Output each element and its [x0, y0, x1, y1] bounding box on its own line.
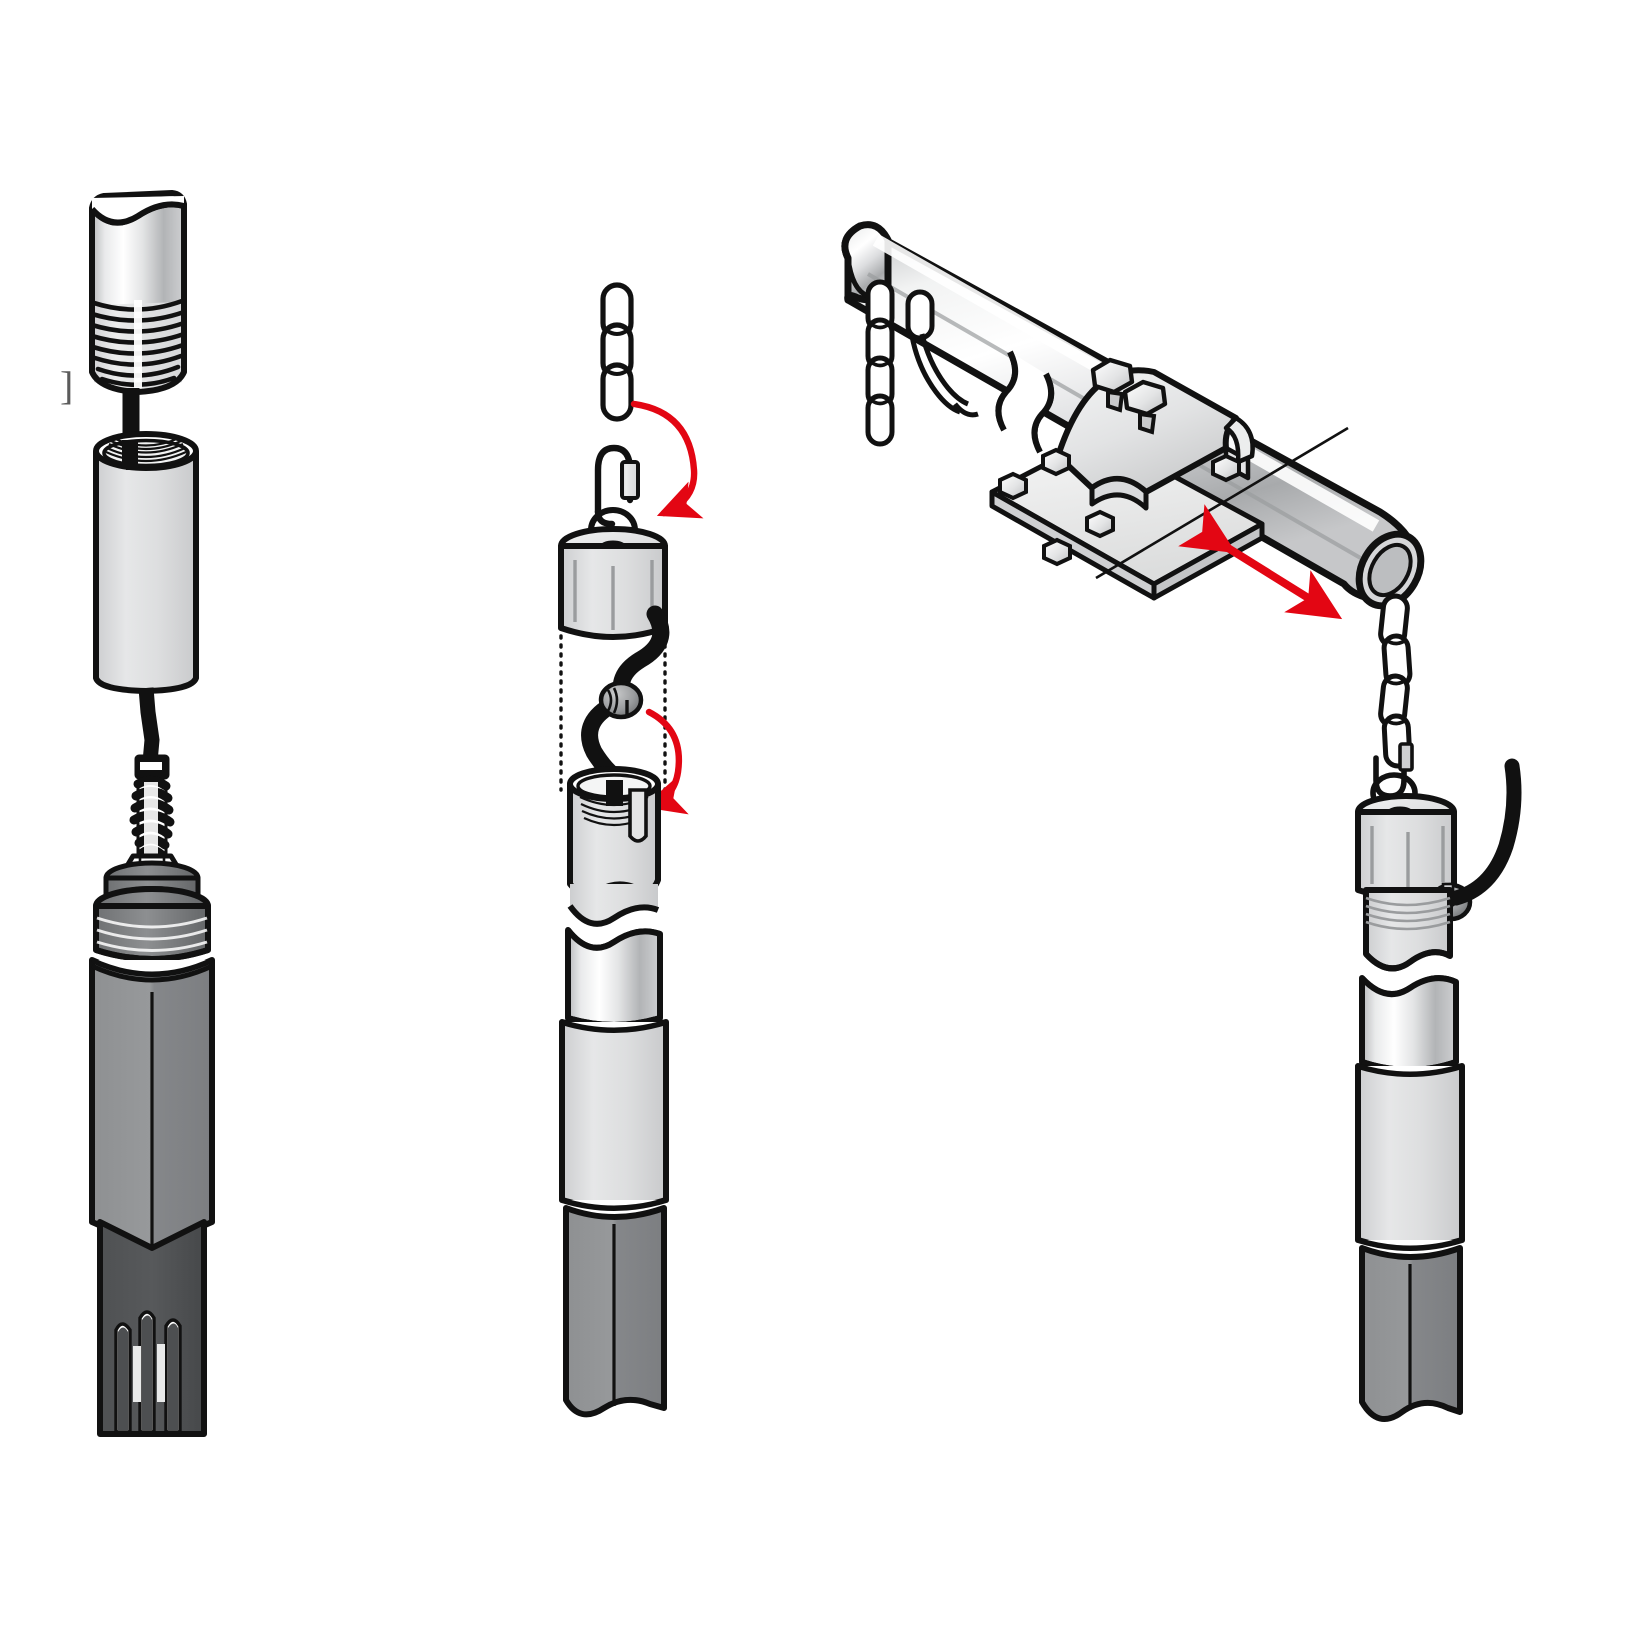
hexagonal-sensor-body-right — [1359, 1245, 1463, 1423]
arrow-cable-into-tube — [642, 708, 689, 815]
alignment-guides — [559, 634, 667, 802]
sensor-body-tube-center — [559, 927, 669, 1211]
hanging-chain-left — [865, 279, 979, 447]
tube-cable-slot — [628, 788, 648, 843]
stray-bracket-mark: ] — [60, 363, 74, 408]
arrow-slide-adjust — [1178, 504, 1343, 620]
cap-external-threads — [89, 298, 187, 395]
snap-hook-gate — [620, 460, 640, 500]
guard-slots — [114, 1310, 182, 1434]
cable-lower-segment — [138, 687, 160, 763]
cable-clamp-collar — [134, 754, 170, 780]
sensor-cap-right — [1355, 793, 1457, 901]
threaded-tube-opening — [567, 766, 661, 897]
base-plate-bolts — [998, 447, 1241, 567]
cable-grommet — [598, 680, 644, 720]
panel-3-mounted-on-pipe-installation — [841, 221, 1522, 1423]
slotted-sensor-guard — [97, 1219, 207, 1437]
threaded-collar — [93, 860, 211, 962]
strain-relief-spring — [129, 776, 175, 860]
cable-right — [1448, 758, 1522, 906]
clamp-bolt-2 — [1122, 379, 1168, 435]
tube-internal-threads — [105, 436, 187, 463]
protective-cap — [89, 190, 187, 395]
pipe-axis-line — [1095, 426, 1349, 580]
sensor-body-tube-right — [1355, 887, 1465, 1251]
hexagonal-sensor-body — [89, 957, 215, 1251]
sensor-body-tube — [93, 431, 199, 694]
panel-2-chain-hook-and-cap-assembly — [558, 282, 704, 1418]
hexagonal-sensor-body-center — [563, 1205, 667, 1418]
clamp-bolts — [1090, 357, 1168, 435]
arrow-chain-to-hook — [630, 400, 704, 519]
cap-with-eyelet — [558, 526, 668, 640]
cap-grip-flutes-right — [1370, 826, 1445, 892]
panel-1-cap-and-cable-exploded-view — [89, 190, 215, 1437]
clamp-bolt-1 — [1090, 357, 1135, 413]
chain-links — [600, 282, 634, 422]
